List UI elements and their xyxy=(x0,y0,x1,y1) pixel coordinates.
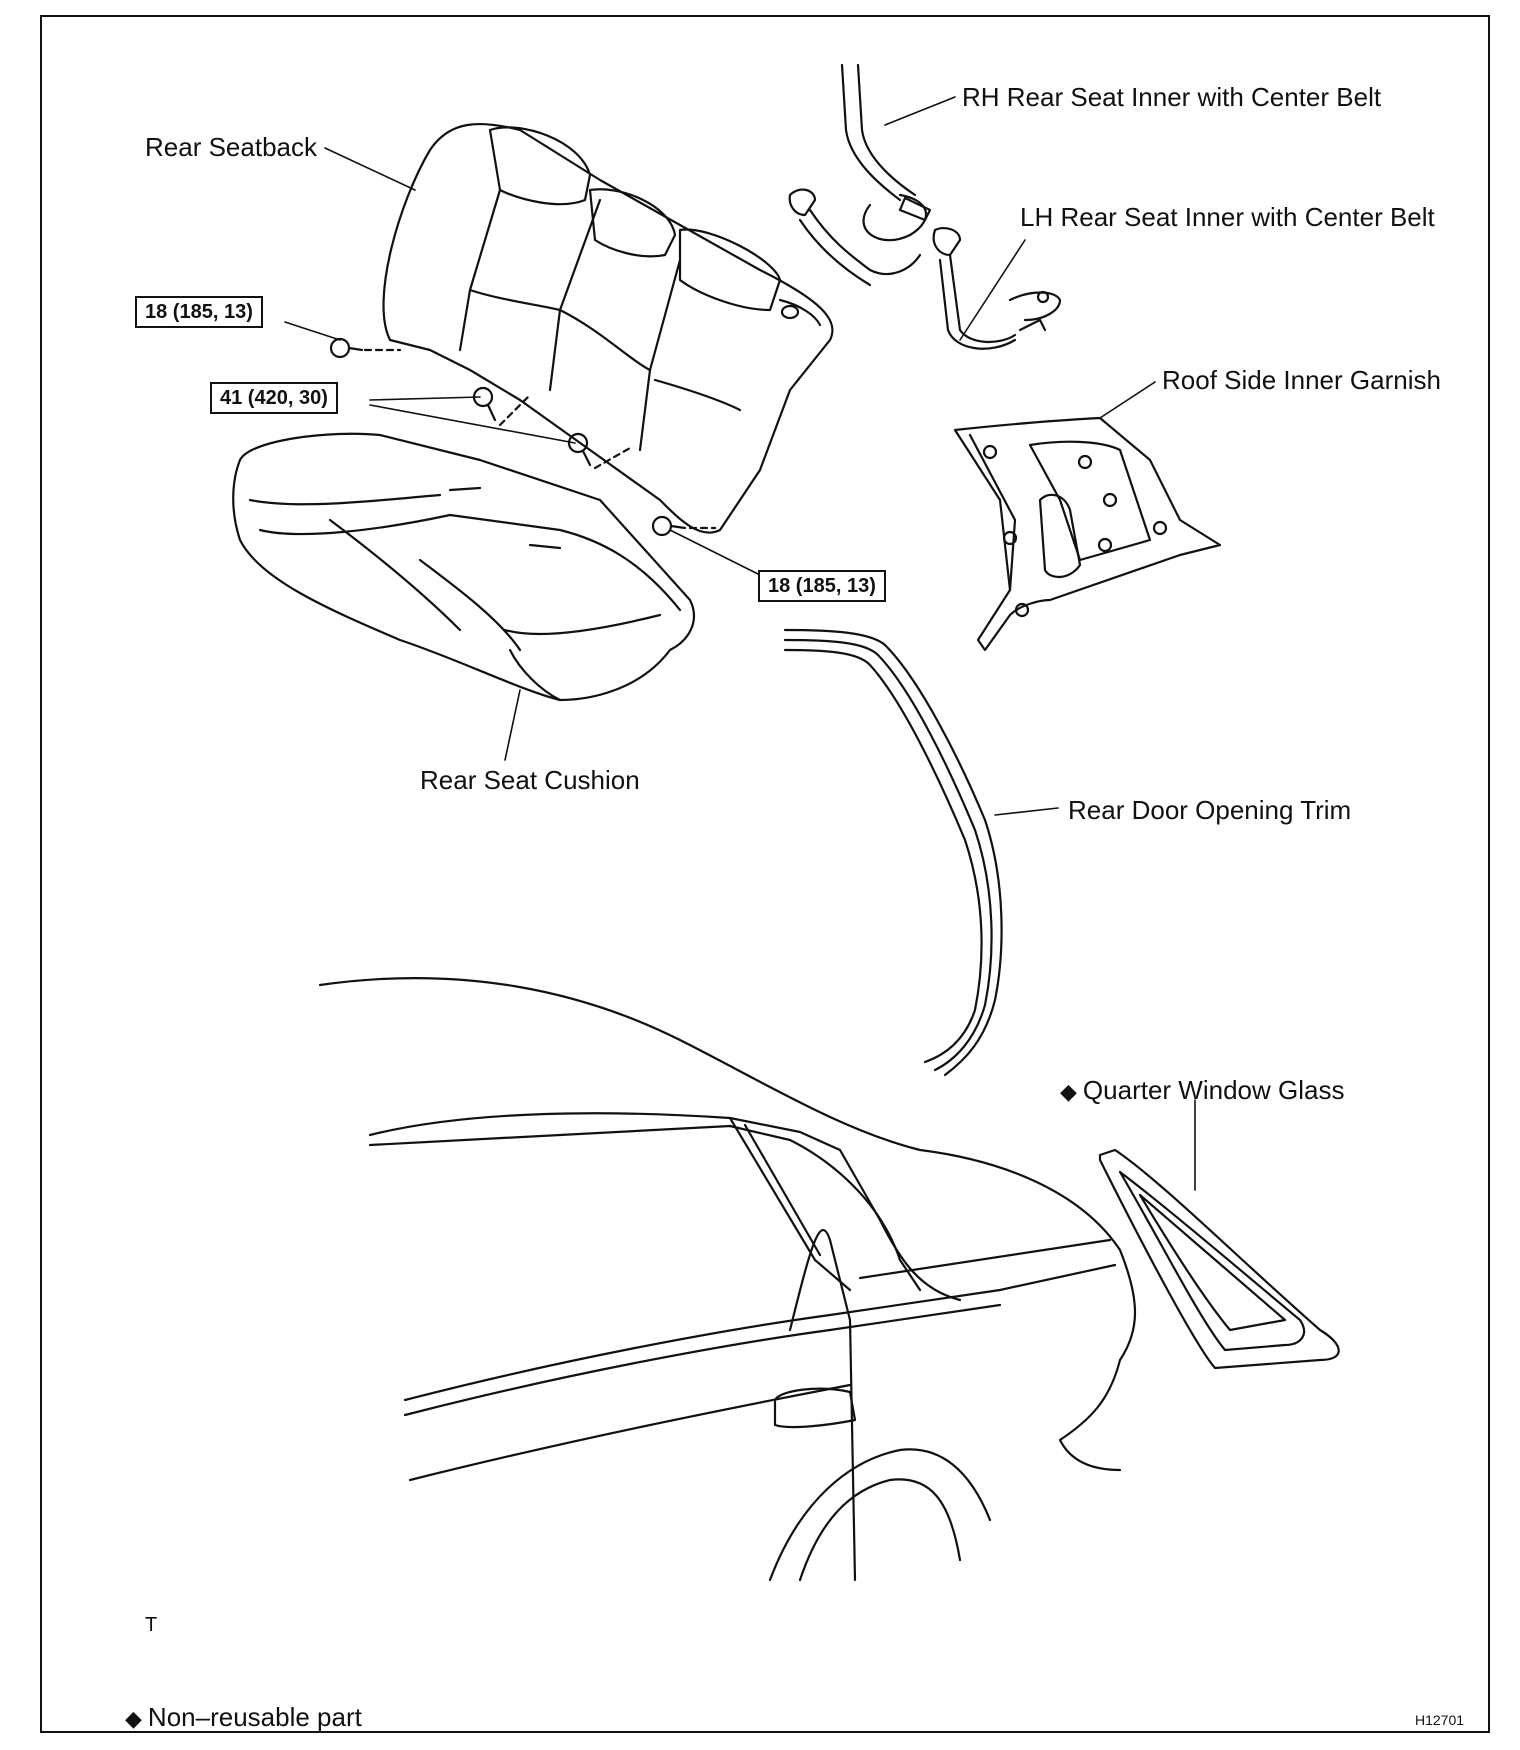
legend-diamond-icon: ◆ xyxy=(125,1706,142,1731)
car-body-illustration xyxy=(318,977,1136,1582)
leader-lines xyxy=(284,96,1196,1191)
figure-code: H12701 xyxy=(1415,1712,1465,1728)
diagram-frame xyxy=(40,15,1490,1733)
rear-seatback-illustration xyxy=(382,122,834,534)
torque-spec-upper-left: 18 (185, 13) xyxy=(135,296,263,328)
torque-spec-lower-right: 18 (185, 13) xyxy=(758,570,886,602)
corner-mark: T xyxy=(145,1614,158,1636)
legend-text: Non–reusable part xyxy=(147,1702,362,1732)
label-rear-seatback: Rear Seatback xyxy=(145,132,317,162)
torque-spec-middle: 41 (420, 30) xyxy=(210,382,338,414)
rear-door-opening-trim-illustration xyxy=(783,628,1003,1077)
legend-non-reusable: ◆Non–reusable part xyxy=(125,1702,362,1734)
roof-side-inner-garnish-illustration xyxy=(953,416,1222,652)
label-rear-door-opening-trim: Rear Door Opening Trim xyxy=(1068,795,1352,825)
non-reusable-icon: ◆ xyxy=(1060,1079,1077,1104)
label-rh-center-belt: RH Rear Seat Inner with Center Belt xyxy=(962,82,1382,112)
label-quarter-window-glass: ◆Quarter Window Glass xyxy=(1060,1075,1344,1107)
label-roof-side-inner-garnish: Roof Side Inner Garnish xyxy=(1162,365,1441,395)
quarter-window-glass-illustration xyxy=(1098,1148,1340,1370)
label-rear-seat-cushion: Rear Seat Cushion xyxy=(420,765,640,795)
label-lh-center-belt: LH Rear Seat Inner with Center Belt xyxy=(1020,202,1435,232)
rear-seat-cushion-illustration xyxy=(232,432,695,702)
seat-belt-illustration xyxy=(788,63,1062,350)
quarter-window-glass-text: Quarter Window Glass xyxy=(1082,1075,1345,1105)
